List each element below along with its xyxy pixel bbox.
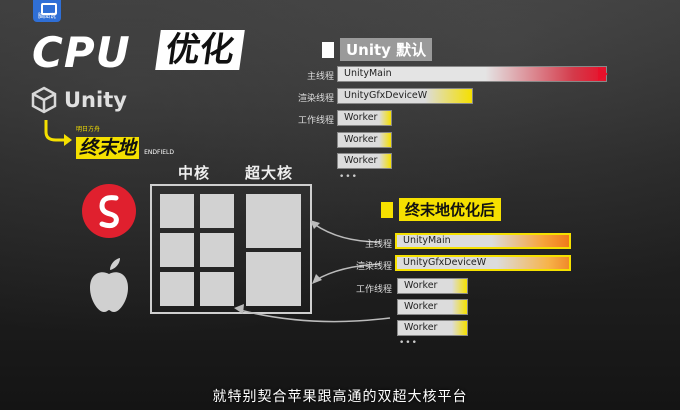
default-bar-worker-1: Worker	[337, 110, 392, 126]
badge-text: 脑图说	[37, 13, 56, 20]
endfield-logo: 明日方舟 终末地 ENDFIELD	[76, 124, 174, 160]
hook-arrow-icon	[44, 120, 72, 146]
unity-default-title: Unity 默认	[340, 38, 433, 61]
default-label-render: 渲染线程	[297, 94, 334, 104]
badge-icon	[41, 3, 57, 15]
mid-core	[160, 194, 194, 228]
snapdragon-logo-icon	[82, 184, 136, 238]
endfield-logo-small: 明日方舟	[76, 126, 101, 133]
opt-more-dots: •••	[399, 338, 418, 348]
unity-logo: Unity	[30, 86, 127, 114]
big-core	[246, 252, 301, 306]
opt-bar-main: UnityMain	[395, 233, 571, 249]
big-core	[246, 194, 301, 248]
connector-arrows	[234, 220, 391, 323]
cpu-core-diagram	[150, 184, 312, 314]
big-core-label: 超大核	[245, 164, 294, 182]
opt-label-render: 渲染线程	[355, 262, 392, 272]
header-bar-icon	[322, 41, 334, 58]
title-optimization: 优化	[155, 30, 245, 70]
default-more-dots: •••	[339, 172, 358, 182]
endfield-optimized-header: 终末地优化后	[381, 198, 502, 221]
apple-logo-icon	[90, 258, 128, 312]
mid-core	[160, 272, 194, 306]
unity-default-header: Unity 默认	[322, 38, 433, 61]
mid-core	[200, 272, 234, 306]
endfield-optimized-title: 终末地优化后	[399, 198, 502, 221]
header-bar-icon	[381, 201, 393, 218]
default-bar-render: UnityGfxDeviceW	[337, 88, 473, 104]
red-arrow-icon	[598, 67, 608, 81]
title-cpu: CPU	[32, 28, 131, 77]
unity-cube-icon	[31, 86, 57, 114]
default-label-main: 主线程	[306, 72, 334, 82]
mid-core-label: 中核	[178, 164, 211, 182]
default-bar-worker-2: Worker	[337, 132, 392, 148]
opt-label-main: 主线程	[364, 240, 392, 250]
video-subtitle: 就特别契合苹果跟高通的双超大核平台	[212, 389, 468, 405]
opt-bar-render: UnityGfxDeviceW	[395, 255, 571, 271]
default-label-worker: 工作线程	[297, 116, 334, 126]
opt-bar-worker-2: Worker	[397, 299, 468, 315]
unity-logo-text: Unity	[64, 88, 127, 112]
opt-label-worker: 工作线程	[355, 285, 392, 295]
mid-core	[160, 233, 194, 267]
default-bar-worker-3: Worker	[337, 153, 392, 169]
mid-core	[200, 233, 234, 267]
channel-badge: 脑图说	[33, 0, 61, 22]
endfield-logo-sub: ENDFIELD	[144, 149, 174, 156]
mid-core	[200, 194, 234, 228]
endfield-logo-text: 终末地	[76, 137, 140, 159]
opt-bar-worker-3: Worker	[397, 320, 468, 336]
default-bar-main: UnityMain	[337, 66, 607, 82]
opt-bar-worker-1: Worker	[397, 278, 468, 294]
